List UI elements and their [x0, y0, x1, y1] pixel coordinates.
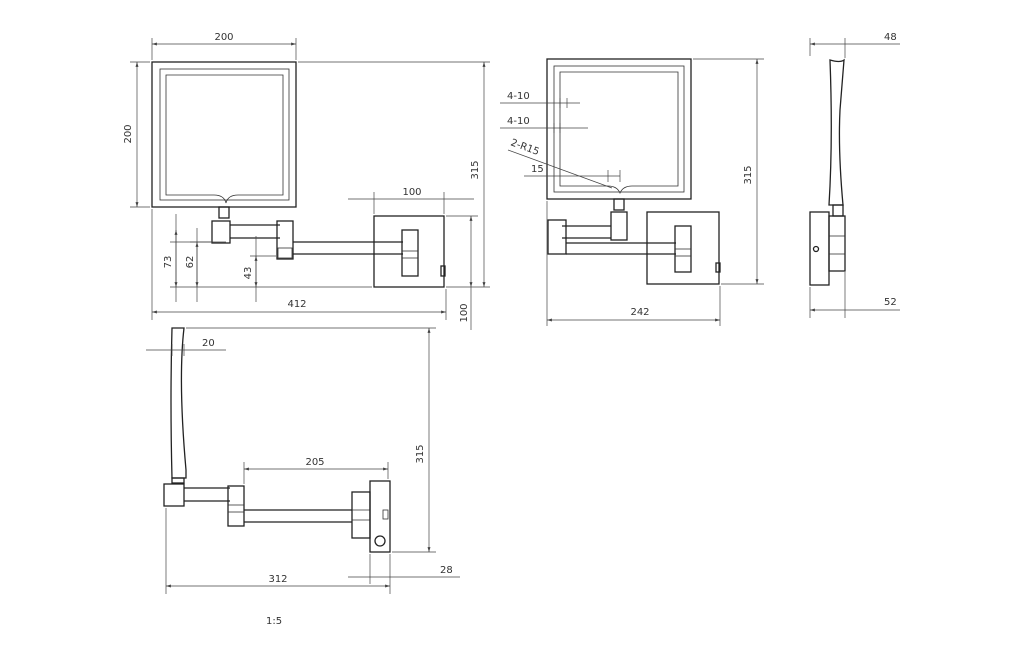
dim-top-height: 315	[415, 444, 426, 463]
detail-hinge	[613, 198, 625, 211]
side-switch-icon	[812, 245, 820, 253]
side-wall-plate	[809, 211, 830, 286]
dim-total-width: 412	[287, 299, 306, 310]
detail-switch	[715, 262, 721, 273]
detail-mirror-outer	[546, 58, 692, 200]
side-mirror-profile	[828, 58, 845, 206]
dim-total-height: 315	[470, 160, 481, 179]
side-view: 48 52	[809, 32, 900, 318]
dim-hole-spacing-1: 4-10	[507, 91, 530, 102]
detail-wall-plate	[646, 211, 720, 285]
dim-top-plate-depth: 28	[440, 565, 453, 576]
dim-43: 43	[243, 267, 254, 280]
dim-hole-spacing-2: 4-10	[507, 116, 530, 127]
dim-mirror-height: 200	[123, 124, 134, 143]
mirror-led-strip	[165, 74, 284, 204]
detail-view: 4-10 4-10 2-R15 15 315 242	[500, 58, 764, 326]
drawing-scale: 1:5	[266, 616, 282, 627]
dim-detail-height: 315	[743, 165, 754, 184]
top-view: 20 205 315 312 28	[146, 327, 460, 594]
switch-button	[440, 265, 446, 277]
mirror-hinge	[218, 206, 230, 219]
dim-plate-height: 100	[459, 303, 470, 322]
dim-plate-width: 100	[402, 187, 421, 198]
dim-side-thickness-top: 48	[884, 32, 897, 43]
top-switch	[382, 509, 389, 520]
top-wall-plate	[369, 480, 391, 553]
side-hinge	[832, 204, 844, 217]
note-radius: 2-R15	[509, 137, 541, 157]
dim-top-arm-length: 205	[305, 457, 324, 468]
detail-arm-joint-2	[547, 219, 567, 255]
top-arm-joint-2	[227, 485, 245, 527]
dim-73: 73	[163, 256, 174, 269]
dim-notch: 15	[531, 164, 544, 175]
mirror-outer-frame	[151, 61, 297, 208]
arm-joint-1	[211, 220, 231, 244]
front-view: 200 200 315 100 100 73 62 43	[123, 32, 490, 330]
dim-mirror-width: 200	[214, 32, 233, 43]
detail-led-strip	[559, 71, 679, 195]
wall-plate-joint	[401, 229, 419, 277]
dim-side-thickness-bottom: 52	[884, 297, 897, 308]
top-switch-icon	[374, 535, 386, 547]
mirror-inner-frame	[159, 68, 290, 201]
dim-62: 62	[185, 256, 196, 269]
dim-top-mirror-thickness: 20	[202, 338, 215, 349]
dim-top-total-depth: 312	[268, 574, 287, 585]
arm-joint-2-cap	[277, 247, 293, 259]
side-arm-block	[828, 215, 846, 272]
arm-joint-2	[276, 220, 294, 260]
detail-arm-joint-1	[610, 211, 628, 241]
top-hinge	[171, 477, 185, 484]
top-plate-joint	[351, 491, 371, 539]
detail-mirror-inner	[553, 65, 685, 193]
top-arm-joint-1	[163, 483, 185, 507]
wall-plate	[373, 215, 445, 288]
dim-detail-width: 242	[630, 307, 649, 318]
top-mirror-profile	[170, 327, 187, 479]
